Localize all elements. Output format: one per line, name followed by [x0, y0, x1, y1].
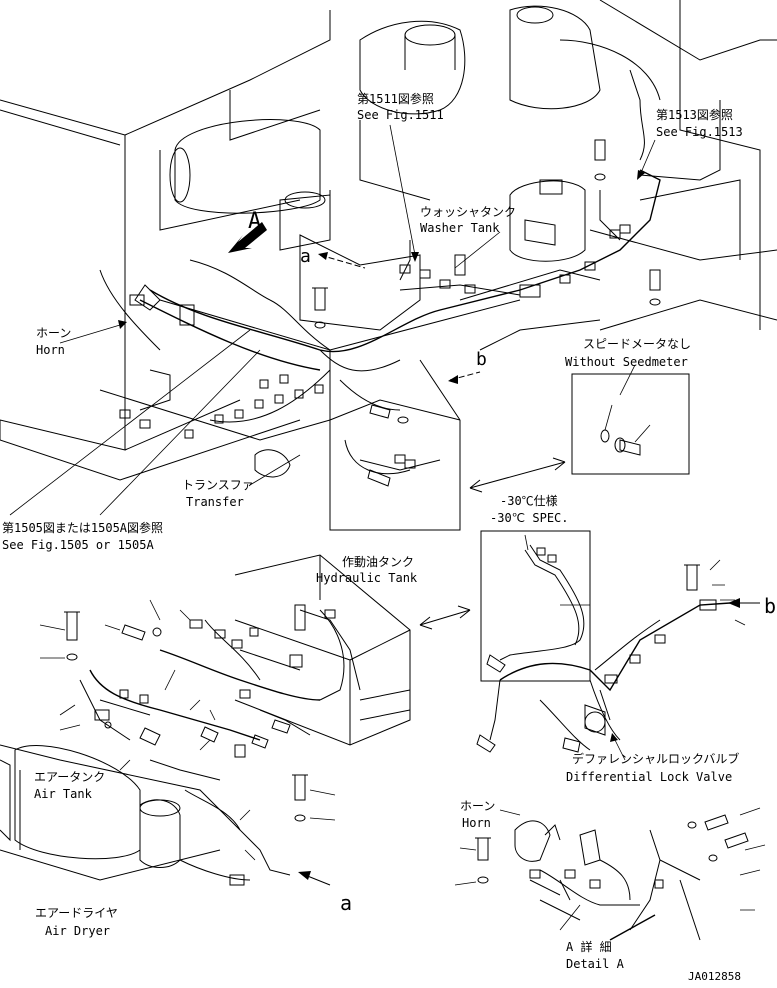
hydraulic-tank-label-jp: 作動油タンク — [342, 555, 414, 569]
fig1505-label-en: See Fig.1505 or 1505A — [2, 538, 154, 552]
detail-a — [454, 807, 766, 941]
speedometer-label-en: Without Seedmeter — [565, 355, 688, 369]
transfer-label-en: Transfer — [186, 495, 244, 509]
right-arrow-b-label: b — [764, 594, 776, 618]
fig1511-label-jp: 第1511図参照 — [357, 91, 434, 106]
fig1513-label-en: See Fig.1513 — [656, 125, 743, 139]
air-tank-label-jp: エアータンク — [34, 770, 105, 784]
bottom-arrow-a-label: a — [340, 891, 352, 915]
washer-tank-label-jp: ウォッシャタンク — [420, 205, 516, 219]
fig1505-label-jp: 第1505図または1505A図参照 — [2, 520, 163, 535]
horn-label-en: Horn — [36, 343, 65, 357]
fig1511-label-en: See Fig.1511 — [357, 108, 444, 122]
callout-ticks — [39, 599, 336, 861]
diff-lock-label-en: Differential Lock Valve — [566, 770, 732, 784]
transfer-label-jp: トランスファ — [182, 478, 254, 492]
air-tank-label-en: Air Tank — [34, 787, 93, 801]
right-harness — [476, 559, 746, 761]
arrow-a-label: A — [248, 209, 261, 234]
speedometer-box — [571, 373, 690, 475]
hydraulic-tank-label-en: Hydraulic Tank — [316, 571, 418, 585]
arrow-a-small-label: a — [300, 246, 311, 267]
hydraulic-section — [0, 554, 411, 886]
machine-body-drawing — [0, 0, 777, 531]
reference-arrows — [228, 222, 760, 886]
diff-lock-label-jp: デファレンシャルロックバルブ — [572, 751, 739, 766]
cold-spec-label-en: -30℃ SPEC. — [490, 511, 569, 525]
arrow-b-small-label: b — [476, 349, 487, 370]
leader-lines-top — [9, 124, 656, 516]
fig1513-label-jp: 第1513図参照 — [656, 107, 733, 122]
horn-label-jp: ホーン — [36, 326, 71, 340]
washer-tank-label-en: Washer Tank — [420, 221, 500, 235]
harness-top — [99, 69, 721, 487]
detail-a-label-jp: A 詳 細 — [566, 939, 612, 954]
speedometer-label-jp: スピードメータなし — [583, 337, 691, 351]
horn-detail-label-en: Horn — [462, 816, 491, 830]
detail-a-label-en: Detail A — [566, 957, 625, 971]
cold-spec-label-jp: -30℃仕様 — [500, 494, 558, 508]
air-dryer-label-jp: エアードライヤ — [35, 906, 118, 920]
cold-spec-box — [480, 530, 591, 682]
drawing-code: JA012858 — [688, 970, 741, 983]
horn-detail-label-jp: ホーン — [460, 799, 495, 813]
air-dryer-label-en: Air Dryer — [45, 924, 110, 938]
